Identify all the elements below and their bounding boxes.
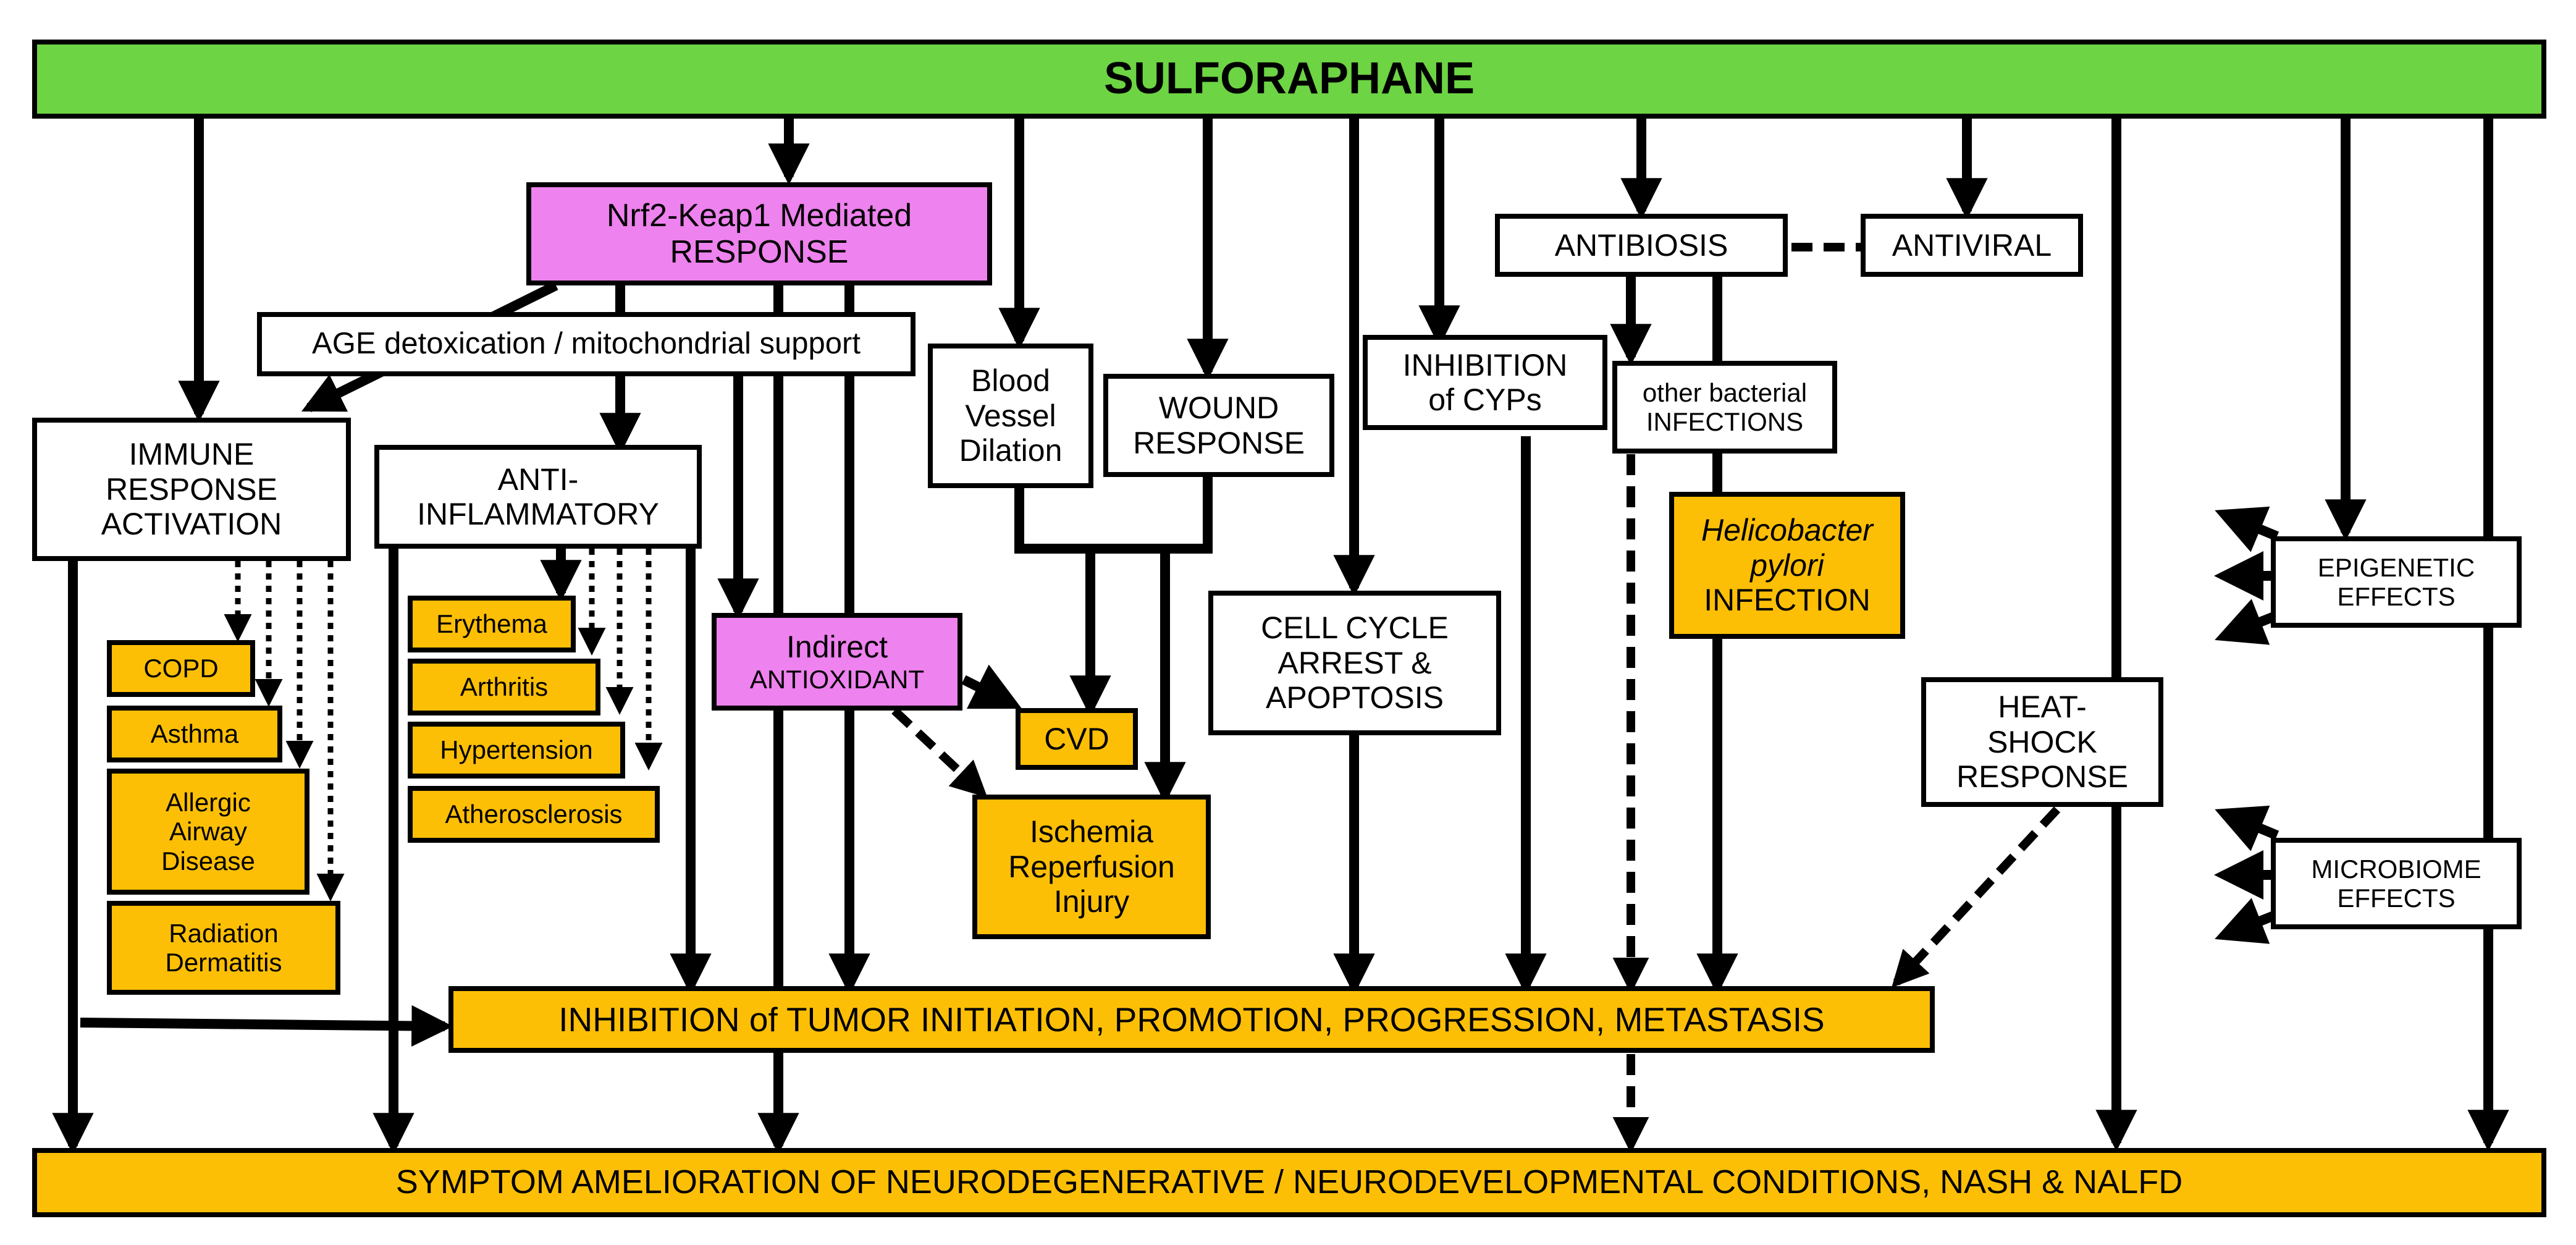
radiation-dermatitis-box: Radiation Dermatitis	[107, 901, 340, 995]
arrow-microbiome-out-1	[2215, 805, 2279, 851]
infections-label: INFECTIONS	[1646, 407, 1804, 436]
helicobacter-pylori-label: Helicobacter pylori	[1701, 513, 1873, 583]
cell-cycle-arrest-box: CELL CYCLE ARREST & APOPTOSIS	[1208, 591, 1501, 735]
sulforaphane-bar: SULFORAPHANE	[32, 40, 2546, 119]
dashed-heat-shock-to-tumor	[1891, 806, 2061, 988]
indirect-label: Indirect	[786, 630, 888, 665]
arrow-immune-to-tumor	[80, 1005, 453, 1047]
cvd-box: CVD	[1016, 708, 1138, 770]
inhibition-cyps-box: INHIBITION of CYPs	[1363, 335, 1607, 430]
other-bacterial-label: other bacterial	[1642, 378, 1808, 407]
blood-vessel-dilation-box: Blood Vessel Dilation	[928, 344, 1093, 488]
allergic-airway-box: Allergic Airway Disease	[107, 769, 309, 895]
copd-box: COPD	[107, 640, 255, 697]
age-detoxication-box: AGE detoxication / mitochondrial support	[257, 312, 915, 376]
dashed-arrows	[891, 243, 2061, 1154]
immune-response-box: IMMUNE RESPONSE ACTIVATION	[32, 418, 351, 561]
other-bacterial-infections-box: other bacterial INFECTIONS	[1612, 361, 1837, 454]
tumor-inhibition-bar: INHIBITION of TUMOR INITIATION, PROMOTIO…	[448, 986, 1935, 1053]
arthritis-box: Arthritis	[408, 659, 600, 715]
antiviral-box: ANTIVIRAL	[1861, 214, 2083, 277]
antibiosis-box: ANTIBIOSIS	[1495, 214, 1788, 277]
hypertension-box: Hypertension	[408, 722, 625, 779]
dashed-indirect-to-ischemia	[891, 707, 988, 798]
anti-inflammatory-box: ANTI- INFLAMMATORY	[374, 445, 702, 549]
nrf2-keap1-box: Nrf2-Keap1 Mediated RESPONSE	[526, 182, 992, 285]
ischemia-reperfusion-box: Ischemia Reperfusion Injury	[972, 795, 1211, 939]
infection-label: INFECTION	[1704, 583, 1871, 618]
antioxidant-label: ANTIOXIDANT	[749, 664, 925, 694]
atherosclerosis-box: Atherosclerosis	[408, 786, 660, 843]
wound-response-box: WOUND RESPONSE	[1103, 374, 1334, 477]
arrow-epigenetic-out-1	[2215, 506, 2279, 552]
arrow-microbiome-out-3	[2215, 898, 2279, 944]
helicobacter-pylori-box: Helicobacter pylori INFECTION	[1669, 492, 1905, 639]
erythema-box: Erythema	[408, 596, 576, 652]
epigenetic-effects-box: EPIGENETIC EFFECTS	[2271, 536, 2522, 628]
indirect-antioxidant-box: Indirect ANTIOXIDANT	[712, 613, 962, 711]
arrow-epigenetic-out-3	[2215, 599, 2279, 645]
dotted-arrows	[224, 549, 663, 901]
microbiome-effects-box: MICROBIOME EFFECTS	[2271, 838, 2522, 929]
connector-blood-wound	[1014, 476, 1213, 554]
asthma-box: Asthma	[107, 706, 282, 762]
symptom-amelioration-bar: SYMPTOM AMELIORATION OF NEURODEGENERATIV…	[32, 1148, 2546, 1217]
arrow-indirect-to-cvd	[961, 664, 1022, 709]
heat-shock-response-box: HEAT- SHOCK RESPONSE	[1921, 677, 2163, 807]
